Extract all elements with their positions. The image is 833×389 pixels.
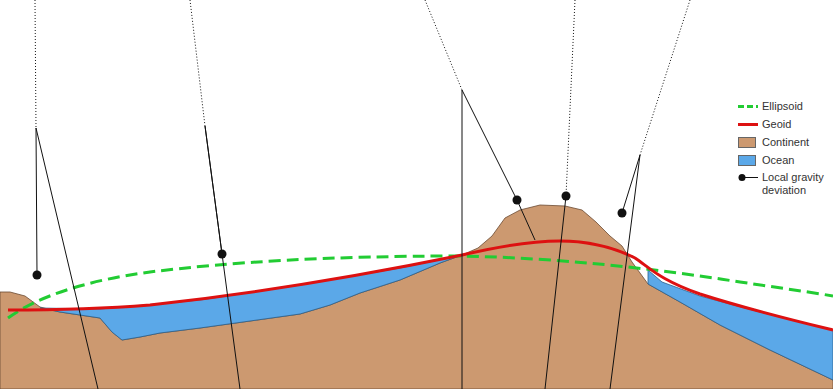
legend-line-sample [738,118,758,131]
legend-label: Ellipsoid [762,100,830,113]
legend-label: Local gravity deviation [762,171,830,197]
legend-entry: Ocean [738,154,830,167]
continent-body [0,205,833,389]
legend-entry: Continent [738,136,830,149]
legend-swatch [738,137,756,148]
legend-label: Continent [762,136,830,149]
geoid-line [8,241,833,330]
legend-line-sample [738,171,758,184]
gravity-deviation-dots [33,192,627,280]
legend-label: Ocean [762,154,830,167]
legend-swatch [738,155,756,166]
ocean-right [648,270,833,380]
legend-line-sample [738,100,758,113]
legend-entry: Ellipsoid [738,100,830,113]
gravity-deviation-lines [35,0,690,389]
legend-label: Geoid [762,118,830,131]
ellipsoid-line [8,256,833,318]
legend-entry: Geoid [738,118,830,131]
legend-entry: Local gravity deviation [738,171,830,197]
